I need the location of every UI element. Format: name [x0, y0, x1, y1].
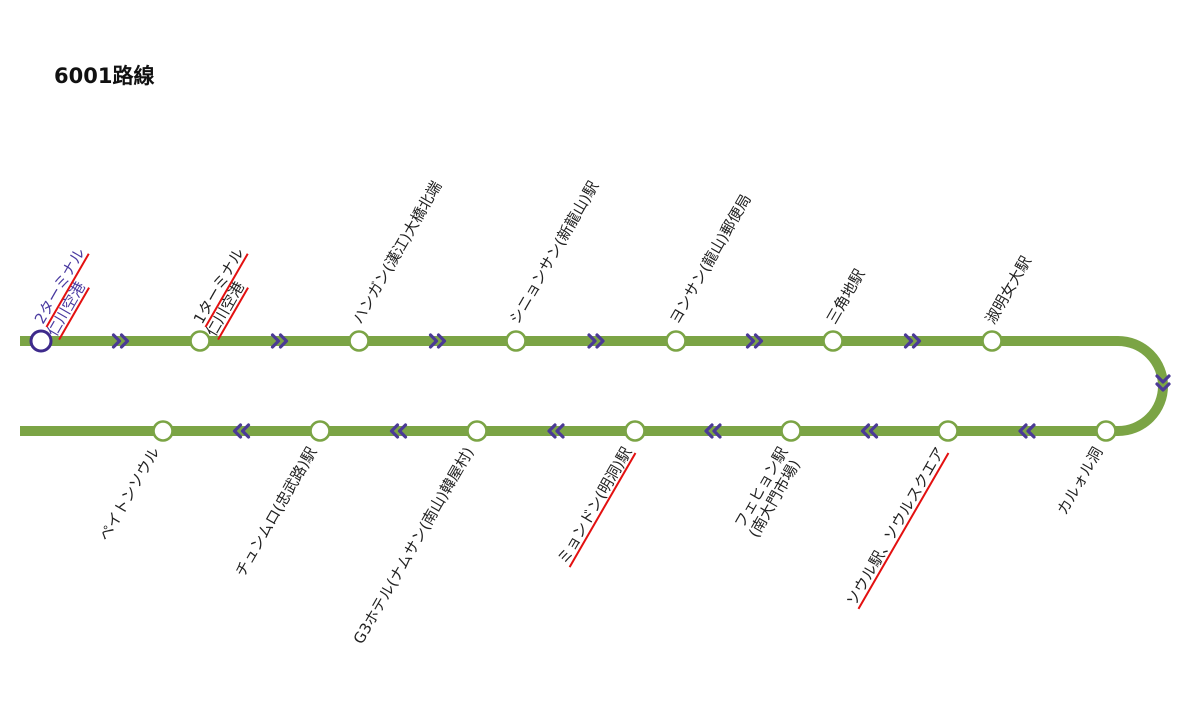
station-underline: [217, 287, 249, 341]
station-name: カルォル洞: [1053, 444, 1106, 518]
station-marker[interactable]: [937, 420, 959, 442]
station-marker[interactable]: [189, 330, 211, 352]
direction-arrow: [547, 423, 565, 439]
station-marker[interactable]: [624, 420, 646, 442]
station-name: ソウル駅、ソウルスクエア: [843, 444, 949, 609]
station-label: ペイトンソウル: [95, 444, 163, 544]
station-label: フェヒョン駅(南大門市場): [731, 444, 804, 541]
direction-arrow: [232, 423, 251, 439]
station-underline: [857, 452, 950, 610]
station-marker[interactable]: [822, 330, 844, 352]
direction-arrow: [428, 333, 447, 349]
station-underline: [45, 253, 90, 328]
station-terminal[interactable]: [29, 329, 53, 353]
direction-arrow: [860, 423, 879, 439]
station-underline: [568, 452, 637, 568]
station-marker[interactable]: [152, 420, 174, 442]
route-line: [20, 336, 1168, 436]
station-marker[interactable]: [466, 420, 488, 442]
station-name: チュンムロ(忠武路)駅: [232, 444, 321, 580]
station-name: ヨンサン(龍山)郵便局: [666, 191, 755, 327]
route-track: [20, 336, 1168, 436]
station-underline: [204, 253, 249, 328]
station-marker[interactable]: [981, 330, 1003, 352]
station-label: ソウル駅、ソウルスクエア: [843, 444, 950, 610]
station-labels: 仁川空港2ターミナル 仁川空港1ターミナル ハンガン(漢江)大橋北端シニョンサン(新…: [31, 178, 1107, 647]
station-name: G3ホテル(ナムサン(南山)韓屋村): [350, 444, 478, 647]
station-label: ミョンドン(明洞)駅: [554, 444, 637, 568]
direction-arrow: [903, 333, 922, 349]
stations: [29, 329, 1117, 442]
station-marker[interactable]: [1095, 420, 1117, 442]
station-label: G3ホテル(ナムサン(南山)韓屋村): [350, 444, 478, 647]
station-marker[interactable]: [665, 330, 687, 352]
direction-arrow: [704, 423, 722, 439]
direction-arrow: [587, 333, 605, 349]
direction-arrow: [111, 333, 130, 349]
station-label: 淑明女大駅: [982, 253, 1035, 327]
station-marker[interactable]: [505, 330, 527, 352]
direction-arrow: [745, 333, 764, 349]
route-title: 6001路線: [54, 64, 155, 88]
station-marker[interactable]: [780, 420, 802, 442]
direction-arrow: [1018, 423, 1036, 439]
station-name: 淑明女大駅: [982, 253, 1035, 327]
station-name: ハンガン(漢江)大橋北端: [349, 178, 445, 327]
station-label: ハンガン(漢江)大橋北端: [349, 178, 445, 327]
direction-arrow: [270, 333, 289, 349]
direction-arrow: [389, 423, 408, 439]
station-name: シニョンサン(新龍山)駅: [506, 178, 602, 327]
station-name: ミョンドン(明洞)駅: [554, 444, 635, 567]
station-label: ヨンサン(龍山)郵便局: [666, 191, 755, 327]
station-marker[interactable]: [348, 330, 370, 352]
station-label: カルォル洞: [1053, 444, 1106, 518]
direction-arrow: [1155, 374, 1171, 392]
station-label: チュンムロ(忠武路)駅: [232, 444, 321, 580]
direction-arrows: [111, 333, 1171, 439]
station-name: ペイトンソウル: [95, 444, 163, 544]
station-name: 三角地駅: [823, 266, 869, 327]
station-label: シニョンサン(新龍山)駅: [506, 178, 602, 327]
station-label: 三角地駅: [823, 266, 869, 327]
station-underline: [58, 287, 90, 341]
station-marker[interactable]: [309, 420, 331, 442]
